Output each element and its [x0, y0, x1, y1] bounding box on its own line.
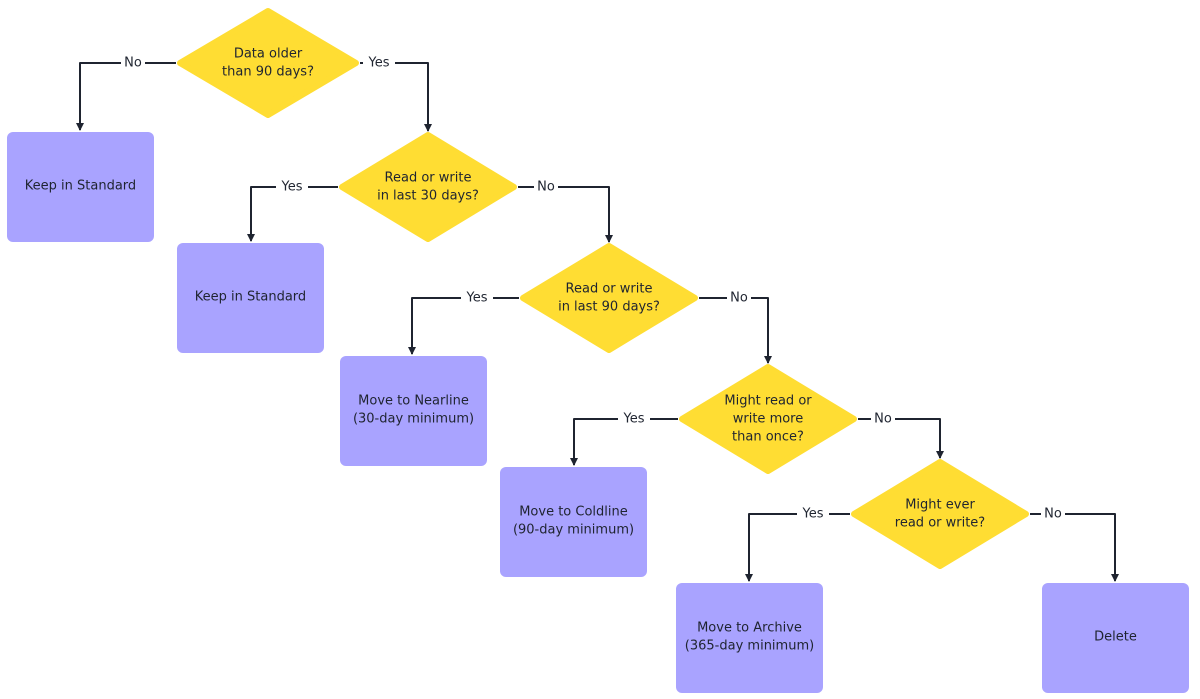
edge-label-yes: Yes — [276, 178, 308, 196]
edge-d4-to-d5 — [858, 418, 944, 459]
decision-d1-text-line: than 90 days? — [222, 65, 314, 80]
edge-label-text: No — [1044, 507, 1062, 522]
action-a5-text-line: (365-day minimum) — [685, 639, 814, 654]
edge-label-bg — [363, 54, 395, 72]
edge-d2-to-d3 — [518, 186, 613, 243]
decision-d5: Might ever read or write? — [851, 459, 1029, 569]
edge-d2-to-a2 — [247, 186, 338, 242]
decision-d4: Might read or write more than once? — [679, 364, 857, 474]
edge-label-bg — [871, 410, 895, 428]
action-a2: Keep in Standard — [177, 243, 324, 353]
action-a4-text-line: (90-day minimum) — [513, 523, 634, 538]
edge-label-yes: Yes — [797, 505, 829, 523]
action-a3-text-line: Move to Nearline — [358, 394, 469, 409]
decision-diamond-shape — [339, 132, 517, 242]
edge-label-bg — [1041, 505, 1065, 523]
edge-label-bg — [461, 289, 493, 307]
action-box-shape — [500, 467, 647, 577]
decision-diamond-shape — [520, 243, 698, 353]
edge-label-yes: Yes — [461, 289, 493, 307]
decision-d4-text-line: than once? — [732, 430, 804, 445]
action-box-shape — [676, 583, 823, 693]
edge-label-bg — [534, 178, 558, 196]
decision-d4-text-line: write more — [733, 412, 804, 427]
edge-d1-to-d2 — [360, 62, 432, 132]
decision-d2: Read or write in last 30 days? — [339, 132, 517, 242]
action-a2-text-line: Keep in Standard — [195, 290, 306, 305]
edge-label-bg — [727, 289, 751, 307]
edge-label-text: Yes — [802, 507, 824, 522]
edge-label-yes: Yes — [363, 54, 395, 72]
edge-label-text: Yes — [623, 412, 645, 427]
action-a3-text-line: (30-day minimum) — [353, 412, 474, 427]
action-a6-text-line: Delete — [1094, 630, 1137, 645]
edge-d5-to-a6 — [1030, 513, 1119, 582]
edge-d5-to-a5 — [745, 513, 850, 582]
edge-label-text: No — [537, 180, 555, 195]
action-a1: Keep in Standard — [7, 132, 154, 242]
action-a4: Move to Coldline (90-day minimum) — [500, 467, 647, 577]
action-a6: Delete — [1042, 583, 1189, 693]
decision-d1-text-line: Data older — [234, 47, 303, 62]
decision-diamond-shape — [177, 8, 359, 118]
action-a4-text-line: Move to Coldline — [519, 505, 628, 520]
action-a1-text-line: Keep in Standard — [25, 179, 136, 194]
edge-d3-to-d4 — [699, 297, 772, 364]
action-box-shape — [340, 356, 487, 466]
action-box-shape — [1042, 583, 1189, 693]
edge-label-bg — [276, 178, 308, 196]
edge-d1-to-a1 — [76, 62, 176, 131]
edge-label-text: No — [874, 412, 892, 427]
edge-label-no: No — [534, 178, 558, 196]
edge-label-text: No — [730, 291, 748, 306]
action-box-shape — [177, 243, 324, 353]
action-a5: Move to Archive (365-day minimum) — [676, 583, 823, 693]
edge-label-text: No — [124, 56, 142, 71]
action-box-shape — [7, 132, 154, 242]
decision-d3-text-line: Read or write — [566, 282, 653, 297]
edge-label-bg — [797, 505, 829, 523]
edge-label-no: No — [727, 289, 751, 307]
edge-label-text: Yes — [368, 56, 390, 71]
edge-label-bg — [121, 54, 145, 72]
decision-d3: Read or write in last 90 days? — [520, 243, 698, 353]
decision-diamond-shape — [679, 364, 857, 474]
edge-label-text: Yes — [281, 180, 303, 195]
action-a3: Move to Nearline (30-day minimum) — [340, 356, 487, 466]
edge-label-no: No — [121, 54, 145, 72]
decision-diamond-shape — [851, 459, 1029, 569]
decision-d2-text-line: in last 30 days? — [377, 189, 479, 204]
decision-d1: Data older than 90 days? — [177, 8, 359, 118]
decision-d5-text-line: read or write? — [895, 516, 985, 531]
edge-label-bg — [618, 410, 650, 428]
edge-label-yes: Yes — [618, 410, 650, 428]
decision-d3-text-line: in last 90 days? — [558, 300, 660, 315]
edge-label-no: No — [1041, 505, 1065, 523]
action-a5-text-line: Move to Archive — [697, 621, 802, 636]
edge-label-text: Yes — [466, 291, 488, 306]
decision-d4-text-line: Might read or — [724, 394, 812, 409]
decision-d2-text-line: Read or write — [385, 171, 472, 186]
edge-label-no: No — [871, 410, 895, 428]
decision-d5-text-line: Might ever — [905, 498, 975, 513]
